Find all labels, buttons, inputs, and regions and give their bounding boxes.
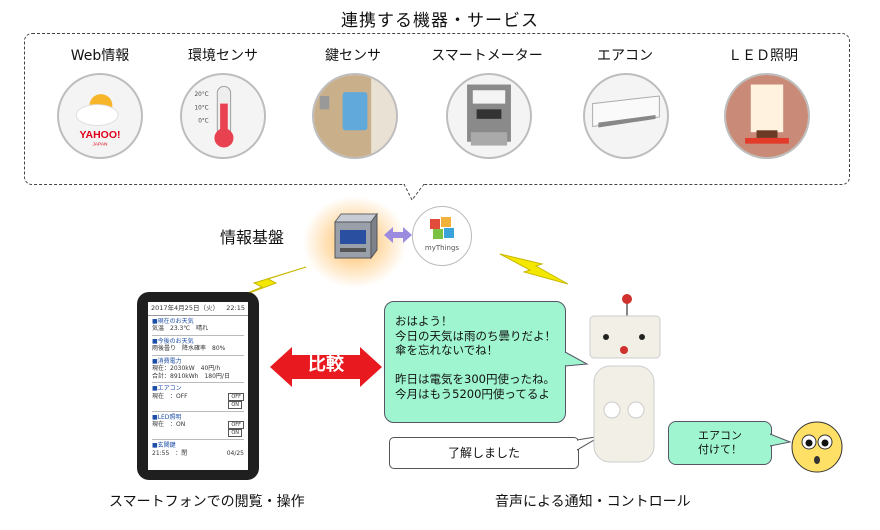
door-date: 04/25 xyxy=(226,449,244,457)
ac-status: 現在 ：OFF xyxy=(152,392,188,400)
mythings-logo: myThings xyxy=(412,206,472,266)
user-bubble-tail xyxy=(770,433,792,447)
weather-now-line: 気温 23.3℃ 晴れ xyxy=(152,325,209,332)
svg-text:YAHOO!: YAHOO! xyxy=(80,130,121,141)
device-label-env: 環境センサ xyxy=(188,48,258,64)
caption-smartphone: スマートフォンでの閲覧・操作 xyxy=(109,494,305,510)
robot-bubble-tail xyxy=(565,351,589,367)
led-lamp-icon xyxy=(724,73,810,159)
phone-time: 22:15 xyxy=(226,304,245,312)
power-title: ■消費電力 xyxy=(152,357,182,365)
devices-frame xyxy=(24,33,850,185)
weather-future-line: 雨後曇り 降水確率 80% xyxy=(152,345,226,352)
device-label-led: ＬＥＤ照明 xyxy=(728,48,798,64)
weather-future-title: ■今後のお天気 xyxy=(152,337,194,345)
air-conditioner-icon xyxy=(583,73,669,159)
frame-tail xyxy=(403,184,425,201)
door-lock-sensor-icon xyxy=(312,73,398,159)
svg-text:20°C: 20°C xyxy=(195,92,209,98)
mythings-label: myThings xyxy=(424,244,460,252)
door-status: 21:55 ：閉 xyxy=(152,449,188,457)
user-speech-bubble: エアコン 付けて！ xyxy=(668,421,772,465)
lightning-right-icon xyxy=(499,253,569,285)
robot-message: おはよう！ 今日の天気は雨のち曇りだよ！ 傘を忘れないでね！ 昨日は電気を300… xyxy=(395,314,556,401)
phone-date: 2017年4月25日（火） xyxy=(151,304,219,312)
hub-label: 情報基盤 xyxy=(220,228,285,247)
weather-now-title: ■現在のお天気 xyxy=(152,317,194,325)
power-line-1: 現在：2030kW 40円/h xyxy=(152,365,221,372)
compare-label: 比較 xyxy=(308,354,344,375)
svg-text:JAPAN: JAPAN xyxy=(93,142,109,148)
device-label-web: Web情報 xyxy=(70,48,130,64)
server-icon xyxy=(334,212,378,260)
led-on-button[interactable]: ON xyxy=(228,429,242,437)
ac-off-button[interactable]: OFF xyxy=(228,392,244,401)
diagram-title: 連携する機器・サービス xyxy=(341,11,539,31)
caption-voice: 音声による通知・コントロール xyxy=(495,494,691,510)
robot-icon xyxy=(589,294,661,463)
power-line-2: 合計：8910kWh 180円/日 xyxy=(152,372,230,380)
svg-text:10°C: 10°C xyxy=(195,105,209,111)
reply-box: 了解しました xyxy=(389,437,579,469)
sync-arrow-icon xyxy=(384,227,412,243)
mythings-cubes-icon xyxy=(430,217,454,239)
device-label-lock: 鍵センサ xyxy=(325,48,381,64)
led-status: 現在 ：ON xyxy=(152,421,186,428)
led-off-button[interactable]: OFF xyxy=(228,421,244,429)
yahoo-weather-icon: YAHOO! JAPAN xyxy=(57,73,143,159)
phone-screen: 2017年4月25日（火） 22:15 ■現在のお天気 気温 23.3℃ 晴れ … xyxy=(148,302,248,470)
door-title: ■玄関鍵 xyxy=(152,442,176,449)
compare-arrow-icon xyxy=(270,347,382,387)
ac-on-button[interactable]: ON xyxy=(228,400,242,409)
led-title: ■LED照明 xyxy=(152,413,182,421)
device-label-meter: スマートメーター xyxy=(431,48,543,64)
smart-meter-icon xyxy=(446,73,532,159)
thermometer-icon: 20°C 10°C 0°C xyxy=(180,73,266,159)
device-label-ac: エアコン xyxy=(597,48,653,64)
robot-speech-bubble: おはよう！ 今日の天気は雨のち曇りだよ！ 傘を忘れないでね！ 昨日は電気を300… xyxy=(384,301,566,423)
svg-text:0°C: 0°C xyxy=(198,119,209,125)
ac-title: ■エアコン xyxy=(152,385,182,392)
user-face-icon xyxy=(791,421,843,473)
